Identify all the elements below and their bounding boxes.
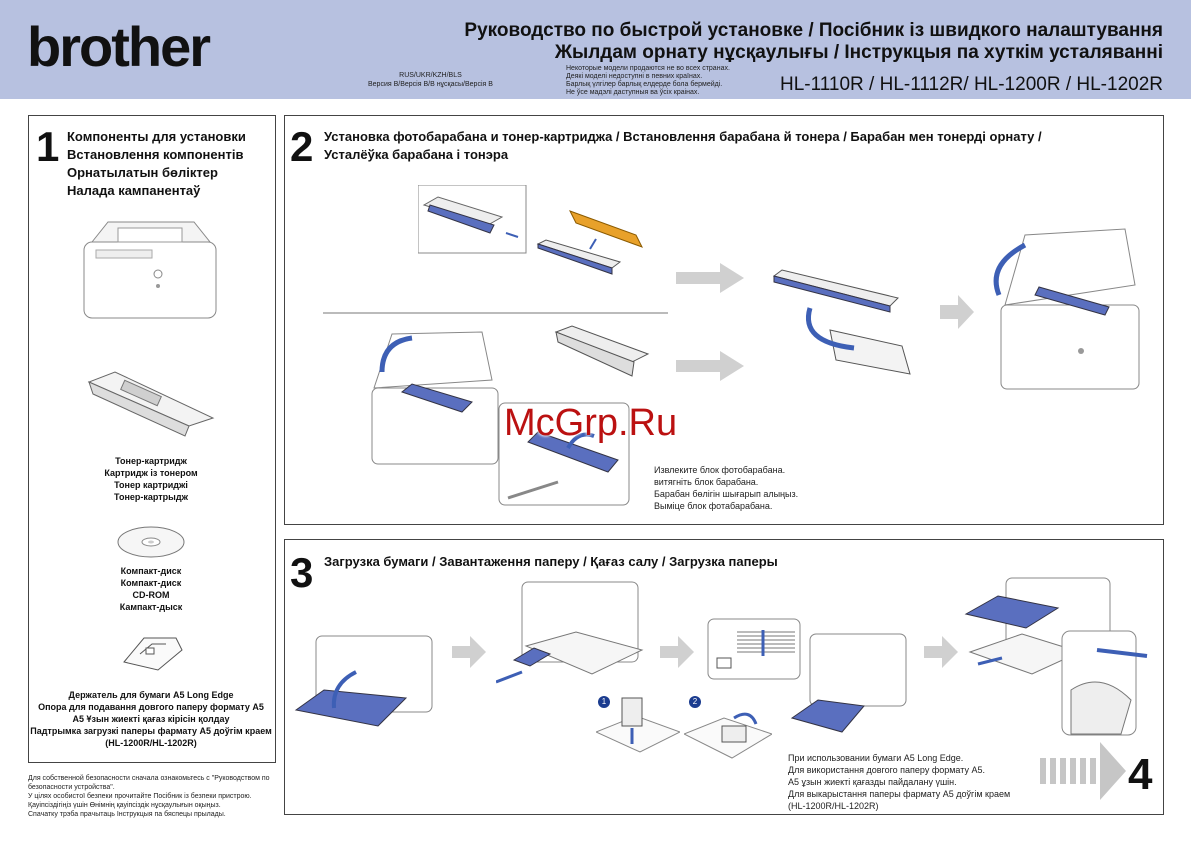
a5-instruction: При использовании бумаги A5 Long Edge. Д… bbox=[788, 752, 1010, 812]
drum-removal-inset bbox=[498, 402, 630, 506]
cd-caption-line: Кампакт-дыск bbox=[119, 602, 183, 612]
safety-footer: Для собственной безопасности сначала озн… bbox=[28, 774, 278, 819]
safety-footer-line: Для собственной безопасности сначала озн… bbox=[28, 775, 270, 791]
drum-instruction-line: Извлеките блок фотобарабана. bbox=[654, 465, 786, 475]
step3-title: Загрузка бумаги / Завантаження паперу / … bbox=[324, 554, 778, 569]
a5-instruction-line: Для выкарыстання паперы фармату А5 доўгі… bbox=[788, 789, 1011, 799]
printer-paper-loaded-illustration bbox=[790, 633, 907, 733]
step2-title-line: Усталёўка барабана і тонэра bbox=[324, 147, 509, 162]
safety-footer-line: Спачатку трэба прачытаць Інструкцыя па б… bbox=[28, 811, 226, 818]
toner-caption-line: Картридж із тонером bbox=[104, 468, 198, 478]
gray-arrow-icon bbox=[924, 636, 958, 668]
gray-arrow-icon bbox=[676, 263, 744, 293]
gray-arrow-icon bbox=[452, 636, 486, 668]
step2-title-line: Установка фотобарабана и тонер-картриджа… bbox=[324, 129, 1042, 144]
step2-title: Установка фотобарабана и тонер-картриджа… bbox=[324, 128, 1042, 164]
gray-arrow-icon bbox=[676, 351, 744, 381]
side-guide-inset bbox=[1061, 630, 1148, 736]
step1-title-line: Встановлення компонентів bbox=[67, 147, 244, 162]
toner-caption-line: Тонер-картрыдж bbox=[114, 492, 188, 502]
brand-logo: brother bbox=[27, 15, 211, 78]
printer-open-illustration bbox=[993, 228, 1140, 390]
cd-caption-line: Компакт-диск bbox=[120, 566, 182, 576]
holder-caption-line: Опора для подавання довгого паперу форма… bbox=[38, 702, 264, 712]
step1-title-line: Налада кампанентаў bbox=[67, 183, 201, 198]
step3-number: 3 bbox=[290, 549, 314, 596]
a5-holder-step1-illustration bbox=[596, 697, 680, 753]
step1-number: 1 bbox=[36, 123, 60, 170]
guide-title-line1: Руководство по быстрой установке / Посіб… bbox=[464, 20, 1163, 41]
toner-cartridge-illustration bbox=[87, 371, 215, 437]
a5-substep-badge: 2 bbox=[689, 696, 701, 708]
gray-arrow-icon bbox=[940, 295, 974, 329]
a5-instruction-line: A5 ұзын жиекті қағазды пайдалану үшін. bbox=[788, 777, 957, 787]
drum-instruction-line: Выміце блок фотабарабана. bbox=[654, 501, 773, 511]
holder-caption-line: Держатель для бумаги A5 Long Edge bbox=[68, 690, 234, 700]
paper-holder-illustration bbox=[123, 637, 183, 671]
printer-illustration bbox=[83, 221, 217, 319]
drum-instruction-line: Барабан бөлігін шығарып алыңыз. bbox=[654, 489, 799, 499]
printer-guide-adjust-illustration bbox=[496, 581, 644, 684]
version-info: RUS/UKR/KZH/BLS Версия B/Версія B/B нұсқ… bbox=[368, 71, 493, 89]
cd-caption-line: Компакт-диск bbox=[120, 578, 182, 588]
models-note-line: Некоторые модели продаются не во всех ст… bbox=[566, 65, 730, 72]
holder-caption-line: A5 Ұзын жиекті қағаз кірісін қолдау bbox=[72, 714, 230, 724]
a5-substep-badge: 1 bbox=[598, 696, 610, 708]
printer-open-lid-illustration bbox=[371, 331, 499, 465]
printer-tray-open-illustration bbox=[294, 635, 433, 727]
safety-footer-line: У цілях особистої безпеки прочитайте Пос… bbox=[28, 793, 252, 800]
cd-caption-line: CD-ROM bbox=[132, 590, 170, 600]
next-step-arrow-icon bbox=[1040, 742, 1126, 800]
holder-caption-line: (HL-1200R/HL-1202R) bbox=[105, 738, 197, 748]
toner-installed-illustration bbox=[536, 239, 622, 275]
a5-holder-step2-illustration bbox=[684, 712, 772, 759]
watermark: McGrp.Ru bbox=[504, 402, 678, 444]
cd-rom-illustration bbox=[117, 526, 185, 558]
guide-title-line2: Жылдам орнату нұсқаулығы / Інструкцыя па… bbox=[554, 42, 1163, 63]
drum-unit-illustration bbox=[554, 325, 650, 377]
models-note-line: Деякі моделі недоступні в певних країнах… bbox=[566, 73, 703, 80]
toner-into-drum-illustration bbox=[772, 269, 911, 375]
next-step-number: 4 bbox=[1128, 750, 1153, 799]
step1-title: Компоненты для установки Встановлення ко… bbox=[67, 128, 246, 200]
models-note-line: Не ўсе мадэлі даступныя ва ўсіх краінах. bbox=[566, 89, 700, 96]
step1-title-line: Орнатылатын бөліктер bbox=[67, 165, 218, 180]
paper-limit-inset bbox=[707, 618, 801, 680]
cd-caption: Компакт-диск Компакт-диск CD-ROM Кампакт… bbox=[28, 565, 274, 613]
a5-instruction-line: При использовании бумаги A5 Long Edge. bbox=[788, 753, 964, 763]
header-band: brother RUS/UKR/KZH/BLS Версия B/Версія … bbox=[0, 0, 1191, 99]
model-list: HL-1110R / HL-1112R/ HL-1200R / HL-1202R bbox=[779, 74, 1163, 95]
toner-caption-line: Тонер-картридж bbox=[115, 456, 187, 466]
models-note-line: Барлық үлгілер барлық елдерде бола берме… bbox=[566, 81, 723, 88]
version-label: Версия B/Версія B/B нұсқасы/Версія B bbox=[368, 81, 493, 88]
step2-divider bbox=[323, 312, 668, 314]
toner-caption-line: Тонер картриджі bbox=[114, 480, 188, 490]
unpack-toner-illustration bbox=[418, 185, 527, 254]
drum-instruction-line: витягніть блок барабана. bbox=[654, 477, 759, 487]
safety-footer-line: Қауіпсіздігіңіз үшін Өнімнің қауіпсіздік… bbox=[28, 802, 221, 809]
step2-number: 2 bbox=[290, 123, 314, 170]
holder-caption-line: Падтрымка загрузкі паперы фармату А5 доў… bbox=[30, 726, 272, 736]
drum-instruction: Извлеките блок фотобарабана. витягніть б… bbox=[654, 464, 798, 512]
gray-arrow-icon bbox=[660, 636, 694, 668]
version-code: RUS/UKR/KZH/BLS bbox=[399, 72, 462, 79]
toner-caption: Тонер-картридж Картридж із тонером Тонер… bbox=[28, 455, 274, 503]
a5-instruction-line: Для використання довгого паперу формату … bbox=[788, 765, 985, 775]
step1-title-line: Компоненты для установки bbox=[67, 129, 246, 144]
models-note: Некоторые модели продаются не во всех ст… bbox=[566, 65, 730, 97]
a5-instruction-line: (HL-1200R/HL-1202R) bbox=[788, 801, 879, 811]
holder-caption: Держатель для бумаги A5 Long Edge Опора … bbox=[28, 689, 274, 749]
protective-part-illustration bbox=[568, 210, 644, 250]
